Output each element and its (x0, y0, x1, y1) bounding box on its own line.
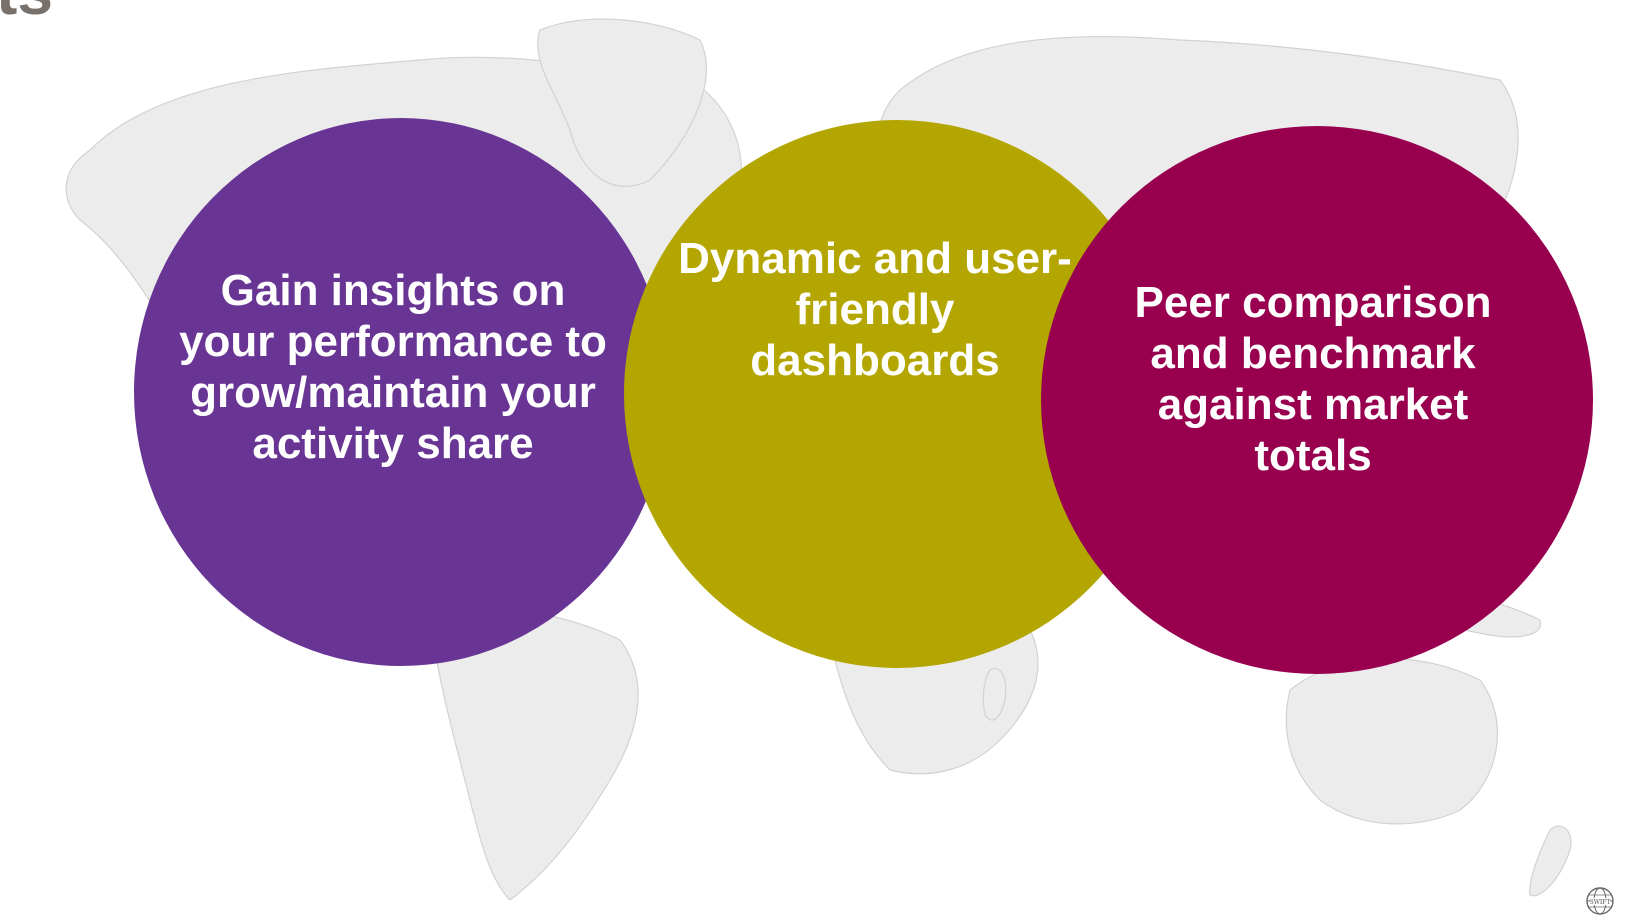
insights-bubble-text: Gain insights on your performance to gro… (179, 266, 607, 468)
australia-shape (1285, 658, 1499, 825)
new-zealand-shape (1529, 825, 1572, 897)
page-title-fragment: ts (0, 0, 53, 24)
south-america-shape (429, 609, 639, 901)
swift-logo-icon: SWIFT (1586, 887, 1614, 915)
insights-bubble: Gain insights on your performance to gro… (134, 118, 668, 666)
dashboards-bubble-text: Dynamic and user-friendly dashboards (678, 233, 1072, 385)
peer-comparison-bubble-text: Peer comparison and benchmark against ma… (1134, 278, 1492, 480)
logo-text: SWIFT (1590, 899, 1611, 906)
greenland-shape (537, 18, 707, 187)
peer-comparison-bubble: Peer comparison and benchmark against ma… (1041, 126, 1593, 674)
madagascar-shape (982, 668, 1007, 721)
